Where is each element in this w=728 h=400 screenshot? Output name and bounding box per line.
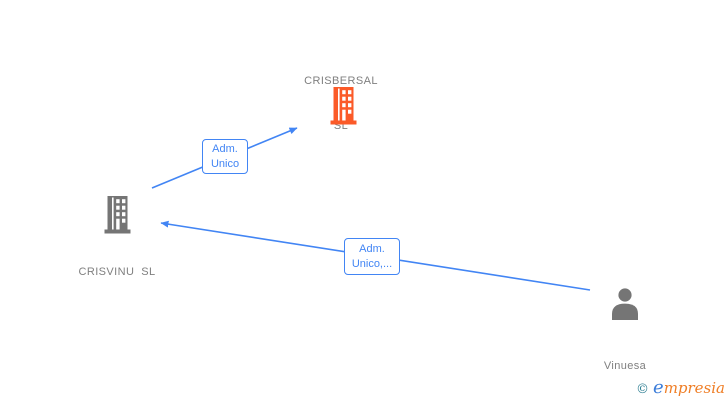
edge-label-line: Unico,... xyxy=(351,257,393,270)
node-label-line: Vinuesa xyxy=(603,360,647,372)
node-label-line: CRISBERSAL xyxy=(304,75,378,87)
node-vinuesa-gonzalez-cristina[interactable]: Vinuesa Gonzalez Cristina xyxy=(565,288,685,378)
node-crisvinu-sl[interactable]: CRISVINU SL xyxy=(57,196,177,278)
building-icon xyxy=(104,196,131,234)
brand-name: mpresia xyxy=(663,379,725,397)
copyright-icon: © xyxy=(636,382,650,397)
edge-label-line: Unico xyxy=(210,157,240,170)
person-icon xyxy=(612,288,638,320)
brand-initial: e xyxy=(653,377,664,398)
node-crisbersal-sl[interactable]: CRISBERSAL SL xyxy=(281,44,401,132)
edge-label-adm-unico-more[interactable]: Adm. Unico,... xyxy=(344,238,400,275)
node-label-crisvinu-sl: CRISVINU SL xyxy=(57,235,177,310)
building-icon xyxy=(330,87,357,125)
edge-label-adm-unico[interactable]: Adm. Unico xyxy=(202,139,248,174)
edge-label-line: Adm. xyxy=(212,142,238,155)
node-label-line: CRISVINU SL xyxy=(78,266,156,278)
node-label-vinuesa-gonzalez-cristina: Vinuesa Gonzalez Cristina xyxy=(565,324,685,400)
empresia-logo: ©empresia xyxy=(636,377,725,398)
edge-label-line: Adm. xyxy=(359,242,385,255)
